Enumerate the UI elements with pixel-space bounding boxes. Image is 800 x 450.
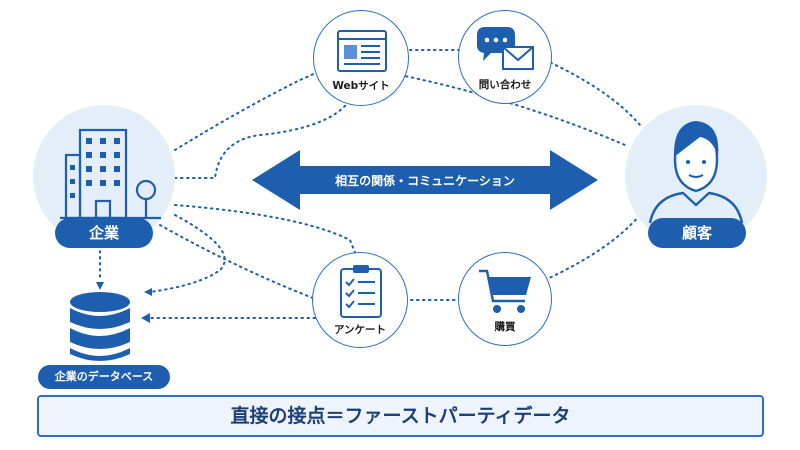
inquiry-label: 問い合わせ	[478, 79, 532, 91]
line-company-website	[174, 71, 319, 151]
first-party-data-banner: 直接の接点＝ファーストパーティデータ	[37, 395, 764, 437]
building-icon	[60, 128, 161, 220]
line-company-survey-2	[159, 224, 319, 301]
relationship-arrow	[252, 150, 598, 210]
survey-label: アンケート	[333, 324, 387, 336]
line-website-customer	[399, 74, 626, 146]
database-label: 企業のデータベース	[38, 365, 170, 389]
arrowhead-db-top	[96, 282, 104, 290]
browser-icon	[337, 30, 387, 72]
mail-chat-icon	[477, 27, 534, 70]
purchase-node: 購買	[458, 252, 552, 346]
relationship-label: 相互の関係・コミュニケーション	[335, 174, 515, 188]
person-icon	[648, 121, 744, 224]
arrowhead-db-mid	[144, 288, 152, 296]
website-label: Webサイト	[332, 80, 390, 92]
line-company-website-2	[174, 99, 351, 179]
survey-node: アンケート	[312, 252, 408, 348]
line-company-database-2	[149, 214, 226, 293]
customer-label: 顧客	[648, 218, 746, 248]
database-icon	[70, 292, 130, 361]
shopping-cart-icon	[479, 269, 531, 313]
clipboard-icon	[340, 265, 382, 318]
website-node: Webサイト	[313, 10, 409, 106]
line-company-survey	[174, 204, 357, 256]
inquiry-node: 問い合わせ	[458, 10, 552, 104]
arrowhead-db-right	[141, 313, 150, 323]
purchase-label: 購買	[494, 321, 516, 333]
company-label: 企業	[55, 218, 153, 248]
